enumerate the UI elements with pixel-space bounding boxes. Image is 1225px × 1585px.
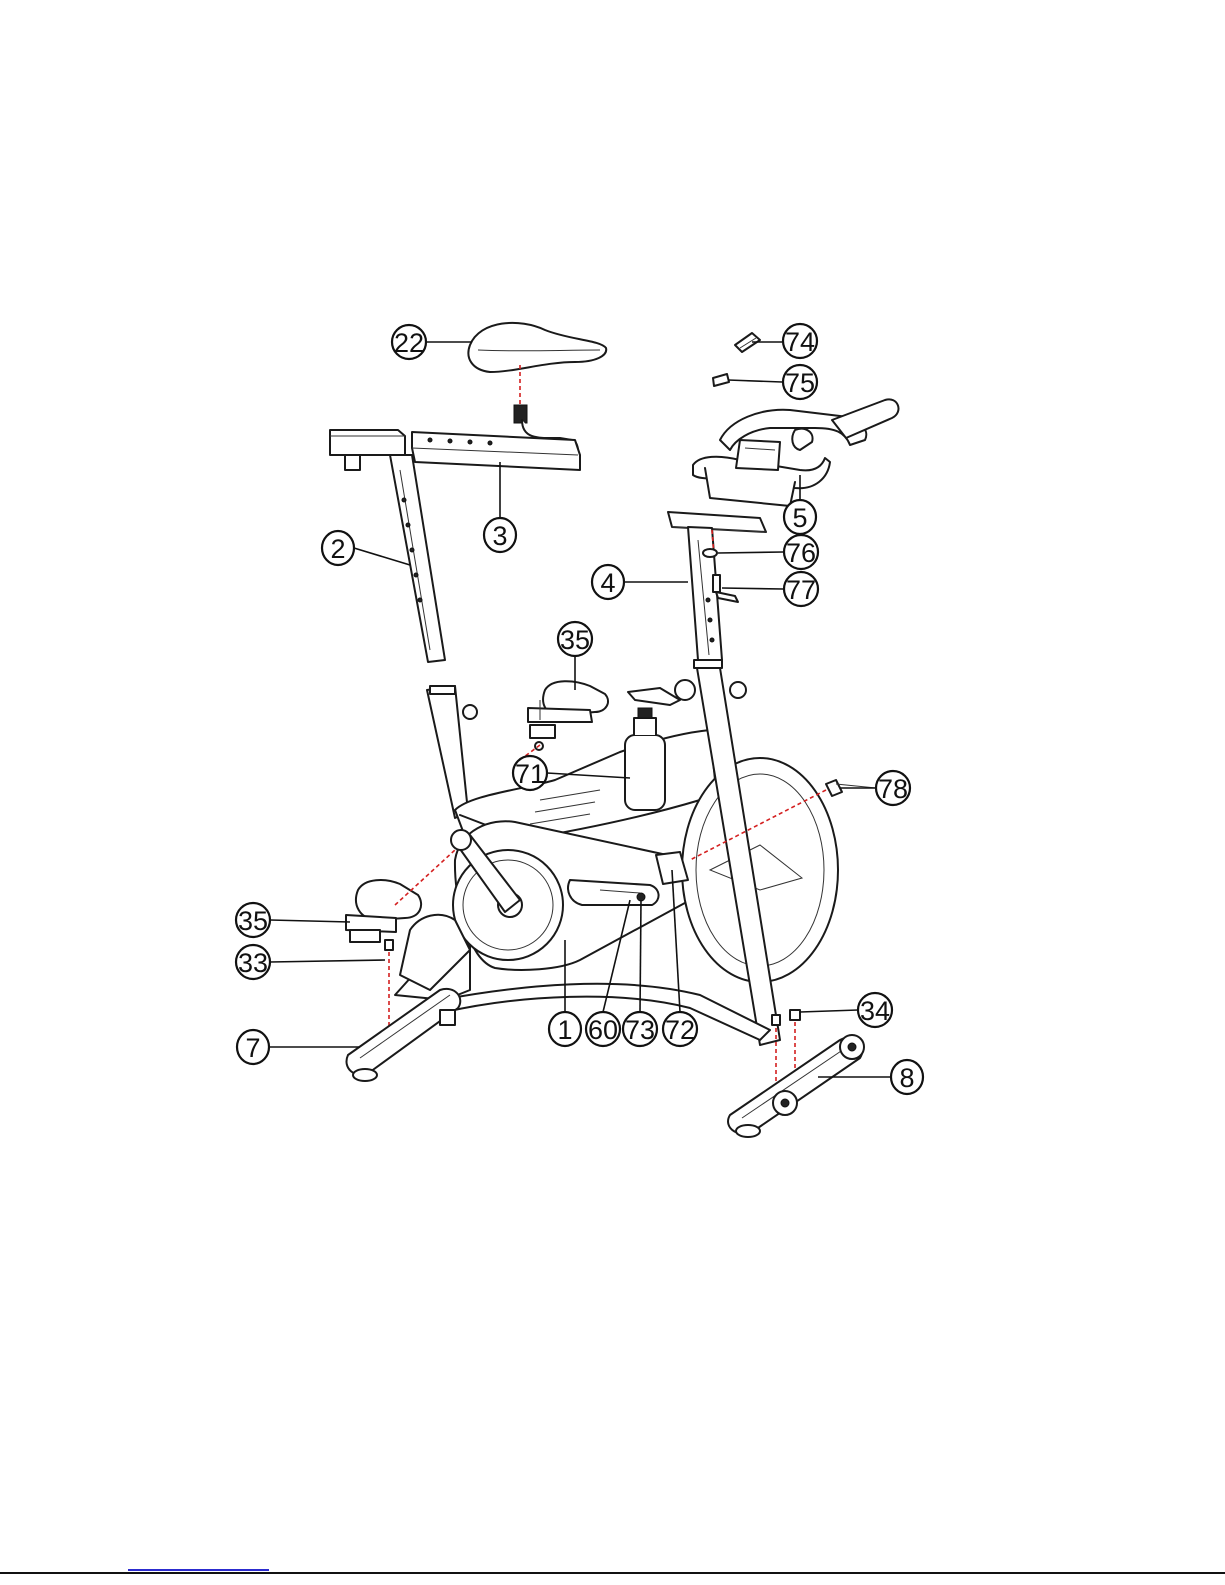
callout-75-label: 75 [785, 368, 815, 398]
rear-stabilizer-part [347, 989, 461, 1081]
pedal-right-part [528, 681, 608, 750]
footer-link-underline [128, 1569, 269, 1571]
callout-35-top-label: 35 [560, 625, 590, 655]
part-76 [703, 549, 717, 557]
front-stabilizer-part [728, 1035, 864, 1137]
callout-77: 77 [784, 572, 818, 606]
callout-75: 75 [783, 365, 817, 399]
callout-22: 22 [392, 325, 426, 359]
callout-73: 73 [623, 1012, 657, 1046]
callout-7-label: 7 [245, 1033, 260, 1063]
callout-33-label: 33 [238, 948, 268, 978]
callout-4-label: 4 [600, 568, 615, 598]
callout-71: 71 [513, 756, 547, 790]
footer-divider [0, 1572, 1225, 1574]
callout-78-label: 78 [878, 774, 908, 804]
callout-78: 78 [876, 771, 910, 805]
callout-2-label: 2 [330, 534, 345, 564]
callout-76-label: 76 [786, 538, 816, 568]
callout-5-label: 5 [792, 503, 807, 533]
part-33 [385, 940, 393, 950]
callout-72-label: 72 [665, 1015, 695, 1045]
callout-35-top: 35 [558, 622, 592, 656]
callout-77-label: 77 [786, 575, 816, 605]
callout-1: 1 [549, 1012, 581, 1046]
callout-3-label: 3 [492, 521, 507, 551]
handlebar-part [693, 399, 898, 506]
callout-3: 3 [484, 518, 516, 552]
callout-4: 4 [592, 565, 624, 599]
callout-8: 8 [891, 1060, 923, 1094]
part-75 [713, 374, 729, 386]
callout-73-label: 73 [625, 1015, 655, 1045]
callout-35-left-label: 35 [238, 906, 268, 936]
callout-72: 72 [663, 1012, 697, 1046]
callout-74-label: 74 [785, 327, 815, 357]
callout-71-label: 71 [515, 759, 545, 789]
main-frame-part [395, 660, 838, 1045]
callout-60-label: 60 [588, 1015, 618, 1045]
callout-2: 2 [322, 531, 354, 565]
seat-part [468, 323, 606, 372]
callout-8-label: 8 [899, 1063, 914, 1093]
callout-74: 74 [783, 324, 817, 358]
callout-33: 33 [236, 945, 270, 979]
callout-7: 7 [237, 1030, 269, 1064]
callout-34: 34 [858, 993, 892, 1027]
callout-1-label: 1 [557, 1015, 572, 1045]
callout-5: 5 [784, 500, 816, 534]
callout-76: 76 [784, 535, 818, 569]
callout-35-left: 35 [236, 903, 270, 937]
callout-34-label: 34 [860, 996, 890, 1026]
callout-22-label: 22 [394, 328, 424, 358]
callout-60: 60 [586, 1012, 620, 1046]
